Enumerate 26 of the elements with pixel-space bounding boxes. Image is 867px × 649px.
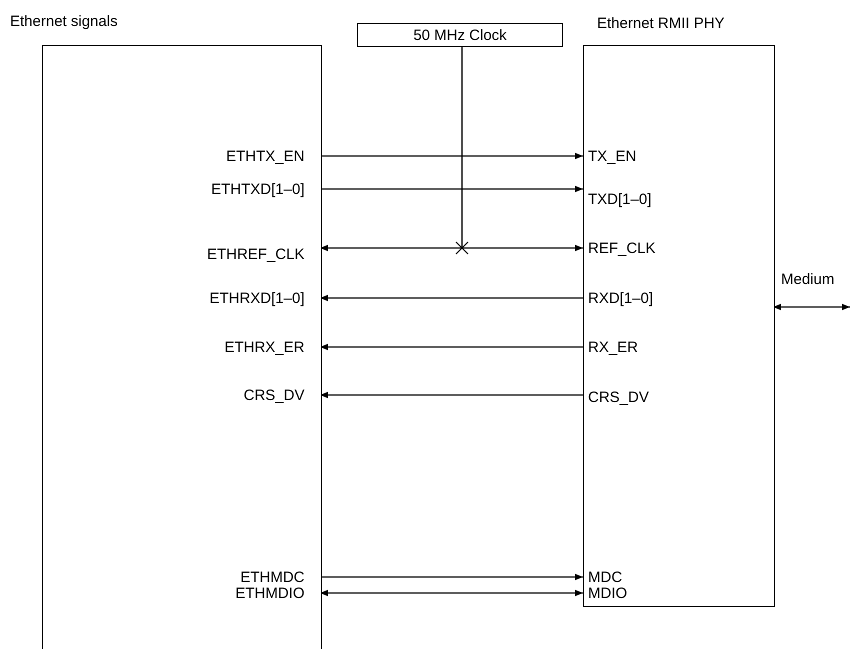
signal-name: ETHRXD[1–0]: [140, 289, 320, 309]
arrow: [320, 294, 583, 302]
block-title: Ethernet signals: [10, 13, 119, 30]
signal-name: ETHTXD[1–0]: [140, 180, 320, 200]
arrow: [320, 152, 583, 160]
block-title: Ethernet RMII PHY: [597, 15, 726, 32]
arrow: [461, 47, 583, 252]
phy-block: [583, 45, 774, 607]
signal-name: TX_EN: [584, 147, 764, 167]
arrow: [320, 392, 583, 398]
arrow: [320, 590, 583, 596]
signal-name: CRS_DV: [584, 388, 764, 408]
signal-name: RXD[1–0]: [584, 289, 764, 309]
arrow: [773, 304, 850, 310]
signal-name: REF_CLK: [584, 239, 764, 259]
arrow: [320, 186, 583, 192]
signal-name: RX_ER: [584, 338, 764, 358]
signal-name: ETHRX_ER: [140, 338, 320, 358]
signal-name: TXD[1–0]: [584, 190, 764, 210]
processor-block: [42, 45, 322, 649]
clock-box: 50 MHz Clock: [357, 23, 563, 47]
signal-name: ETHTX_EN: [140, 147, 320, 167]
arrow: [320, 344, 583, 350]
signal-name: ETHREF_CLK: [140, 245, 320, 265]
arrow: [320, 574, 583, 580]
signal-name: CRS_DV: [140, 386, 320, 406]
